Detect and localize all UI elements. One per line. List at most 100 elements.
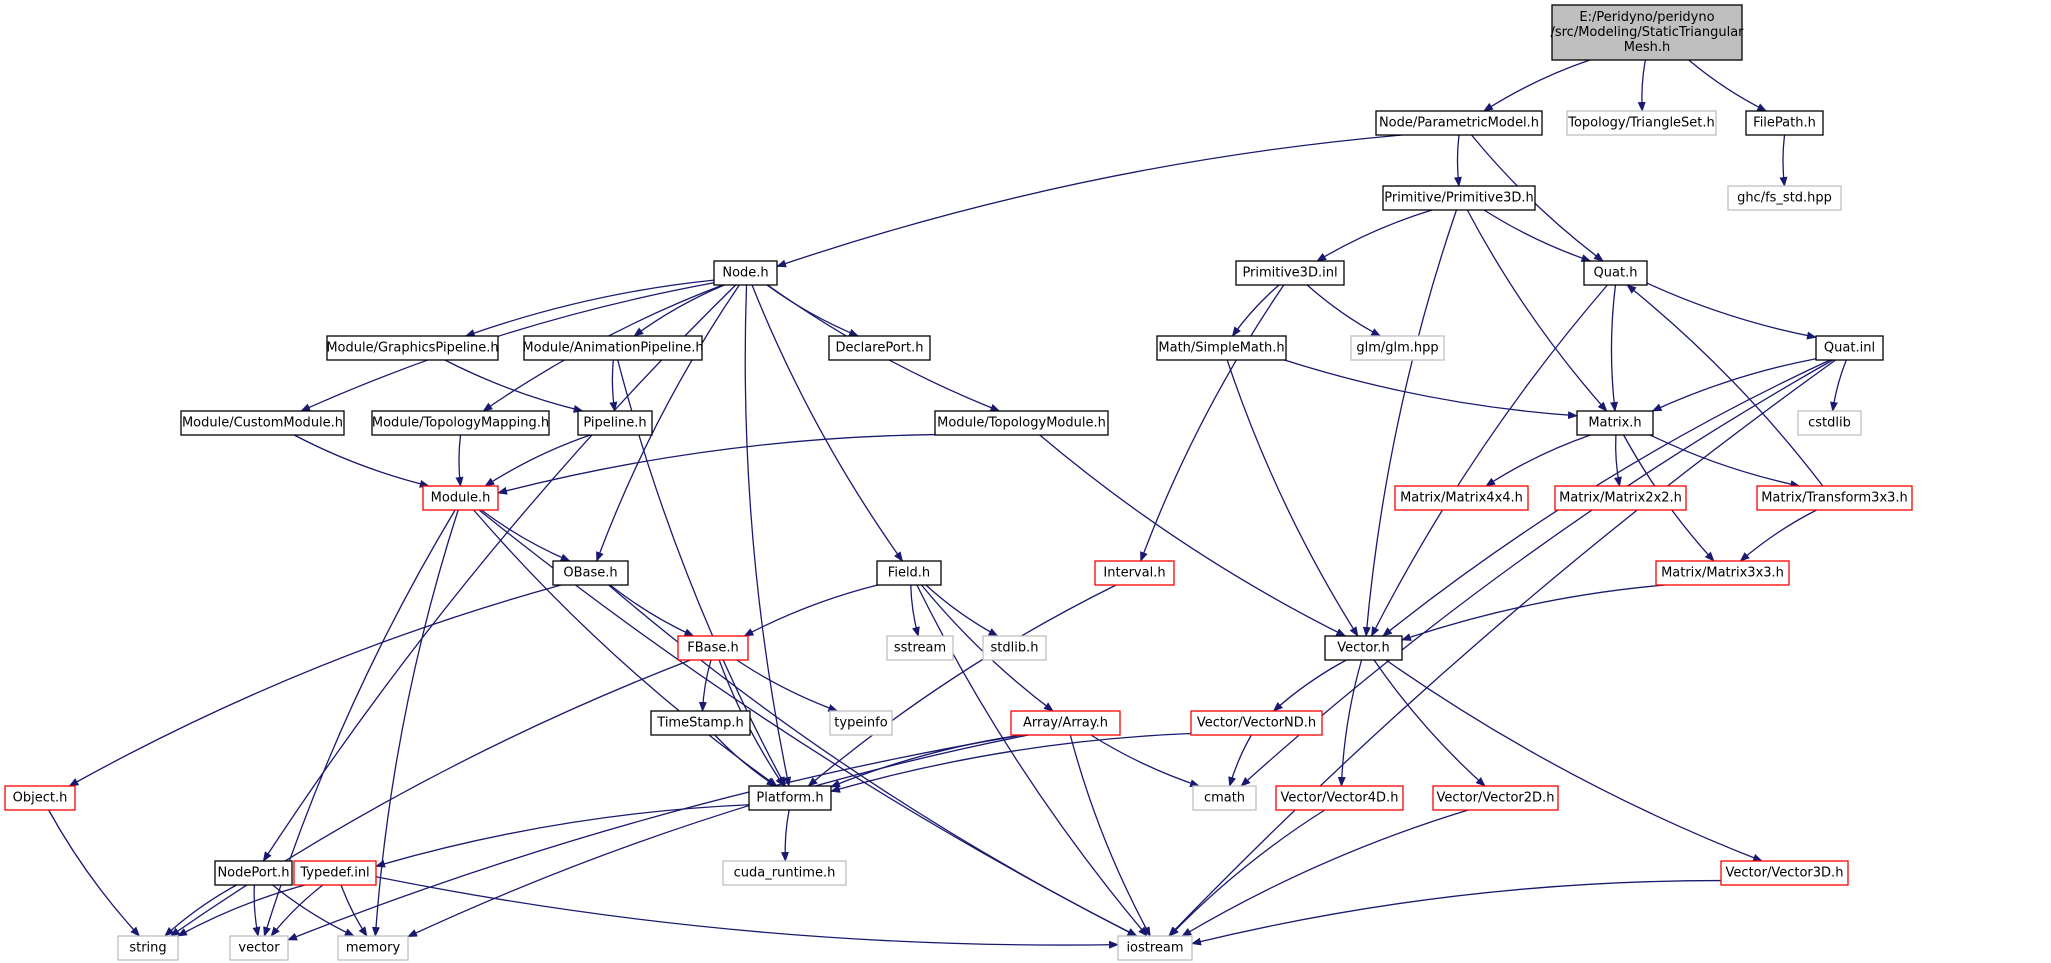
edge-module-to-obase [480, 509, 571, 562]
node-topomap[interactable]: Module/TopologyMapping.h [371, 410, 550, 436]
edge-typedefinl-to-iostream [375, 876, 1119, 949]
edge-prim3d-to-matrix [1466, 209, 1608, 412]
edge-node-to-platform [744, 284, 792, 787]
node-typedefinl[interactable]: Typedef.inl [293, 860, 377, 886]
node-box [748, 785, 832, 811]
node-label: Matrix/Matrix4x4.h [1400, 491, 1523, 506]
edge-platform-to-typedefinl [375, 804, 750, 868]
node-ghc[interactable]: ghc/fs_std.hpp [1727, 185, 1842, 211]
node-m44[interactable]: Matrix/Matrix4x4.h [1394, 485, 1529, 511]
edge-node-to-animpipe [633, 284, 725, 337]
node-nodeport[interactable]: NodePort.h [214, 860, 293, 886]
edge-fbase-to-timestamp [698, 659, 712, 712]
node-animpipe[interactable]: Module/AnimationPipeline.h [522, 335, 704, 361]
node-vecnd[interactable]: Vector/VectorND.h [1190, 710, 1323, 736]
edge-vector-to-vec4 [1337, 659, 1363, 787]
node-label: iostream [1126, 941, 1183, 956]
node-memory[interactable]: memory [337, 935, 409, 961]
edge-module-to-memory [371, 509, 459, 937]
node-gfxpipe[interactable]: Module/GraphicsPipeline.h [326, 335, 499, 361]
node-m22[interactable]: Matrix/Matrix2x2.h [1554, 485, 1687, 511]
node-box [1815, 335, 1884, 361]
node-glm[interactable]: glm/glm.hpp [1350, 335, 1445, 361]
node-triset[interactable]: Topology/TriangleSet.h [1566, 110, 1717, 136]
node-pipeline[interactable]: Pipeline.h [577, 410, 653, 436]
node-m33[interactable]: Matrix/Matrix3x3.h [1655, 560, 1790, 586]
node-box [1324, 635, 1403, 661]
node-obase[interactable]: OBase.h [552, 560, 629, 586]
node-label: Vector/Vector2D.h [1437, 791, 1555, 806]
edge-array-to-stdvector [287, 734, 1023, 941]
node-vec4[interactable]: Vector/Vector4D.h [1275, 785, 1404, 811]
node-label: TimeStamp.h [656, 716, 743, 731]
node-declport[interactable]: DeclarePort.h [828, 335, 931, 361]
node-label: Vector.h [1337, 641, 1390, 656]
node-label: Node.h [722, 266, 768, 281]
node-vec2[interactable]: Vector/Vector2D.h [1432, 785, 1559, 811]
node-filepath[interactable]: FilePath.h [1745, 110, 1824, 136]
node-stdlib[interactable]: stdlib.h [982, 635, 1047, 661]
node-object[interactable]: Object.h [4, 785, 76, 811]
node-label: Module/TopologyMapping.h [372, 416, 549, 431]
node-label: Vector/Vector3D.h [1726, 866, 1844, 881]
edge-parametric-to-node [776, 134, 1402, 268]
node-platform[interactable]: Platform.h [748, 785, 832, 811]
node-t33[interactable]: Matrix/Transform3x3.h [1756, 485, 1913, 511]
node-vector[interactable]: Vector.h [1324, 635, 1403, 661]
node-box [1375, 110, 1543, 136]
node-sstream[interactable]: sstream [886, 635, 954, 661]
node-label: Primitive3D.inl [1242, 266, 1337, 281]
node-box [293, 860, 377, 886]
node-array[interactable]: Array/Array.h [1010, 710, 1121, 736]
node-topomod[interactable]: Module/TopologyModule.h [934, 410, 1109, 436]
edge-t33-to-m33 [1739, 509, 1817, 562]
node-box [371, 410, 550, 436]
node-label: Node/ParametricModel.h [1379, 116, 1539, 131]
node-iostream[interactable]: iostream [1117, 935, 1193, 961]
edge-filepath-to-ghc [1779, 134, 1788, 187]
node-label: Array/Array.h [1023, 716, 1108, 731]
node-prim3d[interactable]: Primitive/Primitive3D.h [1382, 185, 1536, 211]
node-box [886, 635, 954, 661]
node-cmath[interactable]: cmath [1192, 785, 1257, 811]
node-label: Module/CustomModule.h [182, 416, 343, 431]
node-matrix[interactable]: Matrix.h [1576, 410, 1654, 436]
edge-root-to-triset [1637, 59, 1646, 112]
edge-fbase-to-typeinfo [736, 659, 839, 712]
node-box [1432, 785, 1559, 811]
node-root[interactable]: E:/Peridyno/peridyno/src/Modeling/Static… [1550, 4, 1744, 61]
node-quath[interactable]: Quat.h [1583, 260, 1648, 286]
edge-parametric-to-prim3d [1453, 134, 1462, 187]
node-label: FilePath.h [1753, 116, 1816, 131]
node-priminl[interactable]: Primitive3D.inl [1235, 260, 1345, 286]
node-fbase[interactable]: FBase.h [677, 635, 749, 661]
node-custmod[interactable]: Module/CustomModule.h [180, 410, 345, 436]
node-label: Matrix/Matrix2x2.h [1559, 491, 1682, 506]
node-timestamp[interactable]: TimeStamp.h [650, 710, 751, 736]
node-node[interactable]: Node.h [713, 260, 778, 286]
edge-node-to-nodeport [262, 284, 737, 862]
node-label: DeclarePort.h [836, 341, 924, 356]
node-field[interactable]: Field.h [876, 560, 942, 586]
node-module[interactable]: Module.h [422, 485, 499, 511]
node-quatinl[interactable]: Quat.inl [1815, 335, 1884, 361]
node-label: glm/glm.hpp [1356, 341, 1438, 356]
node-typeinfo[interactable]: typeinfo [829, 710, 893, 736]
node-parametric[interactable]: Node/ParametricModel.h [1375, 110, 1543, 136]
edge-vecnd-to-platform [830, 732, 1192, 793]
node-simplemath[interactable]: Math/SimpleMath.h [1156, 335, 1287, 361]
node-label: Mesh.h [1624, 40, 1671, 55]
edge-vector-to-vecnd [1272, 659, 1347, 712]
node-interval[interactable]: Interval.h [1094, 560, 1175, 586]
node-box [422, 485, 499, 511]
node-label: Matrix/Transform3x3.h [1761, 491, 1908, 506]
node-cuda[interactable]: cuda_runtime.h [722, 860, 847, 886]
edge-root-to-parametric [1483, 59, 1591, 112]
edge-pipeline-to-module [484, 434, 591, 487]
node-stdvector[interactable]: vector [229, 935, 289, 961]
node-string[interactable]: string [117, 935, 179, 961]
node-vec3[interactable]: Vector/Vector3D.h [1720, 860, 1849, 886]
edge-prim3d-to-priminl [1316, 209, 1433, 262]
node-cstdlib[interactable]: cstdlib [1797, 410, 1862, 436]
node-label: Interval.h [1103, 566, 1165, 581]
